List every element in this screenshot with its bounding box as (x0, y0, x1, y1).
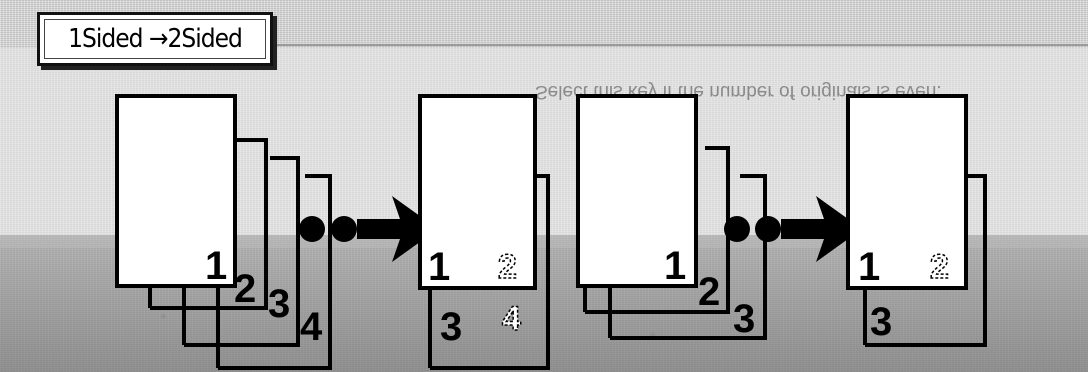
ellipsis-dot-icon (299, 216, 325, 242)
left-originals-stack: 1 2 3 4 (117, 96, 330, 368)
left-page-1-number: 1 (205, 244, 227, 288)
right-result-front-1: 1 (858, 245, 880, 289)
right-result-back-2: 2 (930, 248, 949, 286)
left-result-stack: 1 2 3 4 (420, 96, 548, 368)
ellipsis-dot-icon (755, 216, 781, 242)
ellipsis-dot-icon (724, 216, 750, 242)
left-page-3-number: 3 (268, 282, 290, 326)
left-result-front-1: 1 (428, 245, 450, 289)
left-page-4-number: 4 (300, 305, 323, 349)
left-result-back-4: 4 (502, 300, 521, 338)
right-page-1-number: 1 (664, 244, 686, 288)
right-result-front-3: 3 (870, 300, 892, 344)
right-page-3-number: 3 (733, 297, 755, 341)
left-result-front-3: 3 (440, 305, 462, 349)
right-page-2-number: 2 (698, 270, 720, 314)
left-page-2-number: 2 (234, 267, 256, 311)
right-result-stack: 1 2 3 (848, 96, 985, 345)
ellipsis-dot-icon (331, 216, 357, 242)
left-result-back-2: 2 (498, 248, 517, 286)
